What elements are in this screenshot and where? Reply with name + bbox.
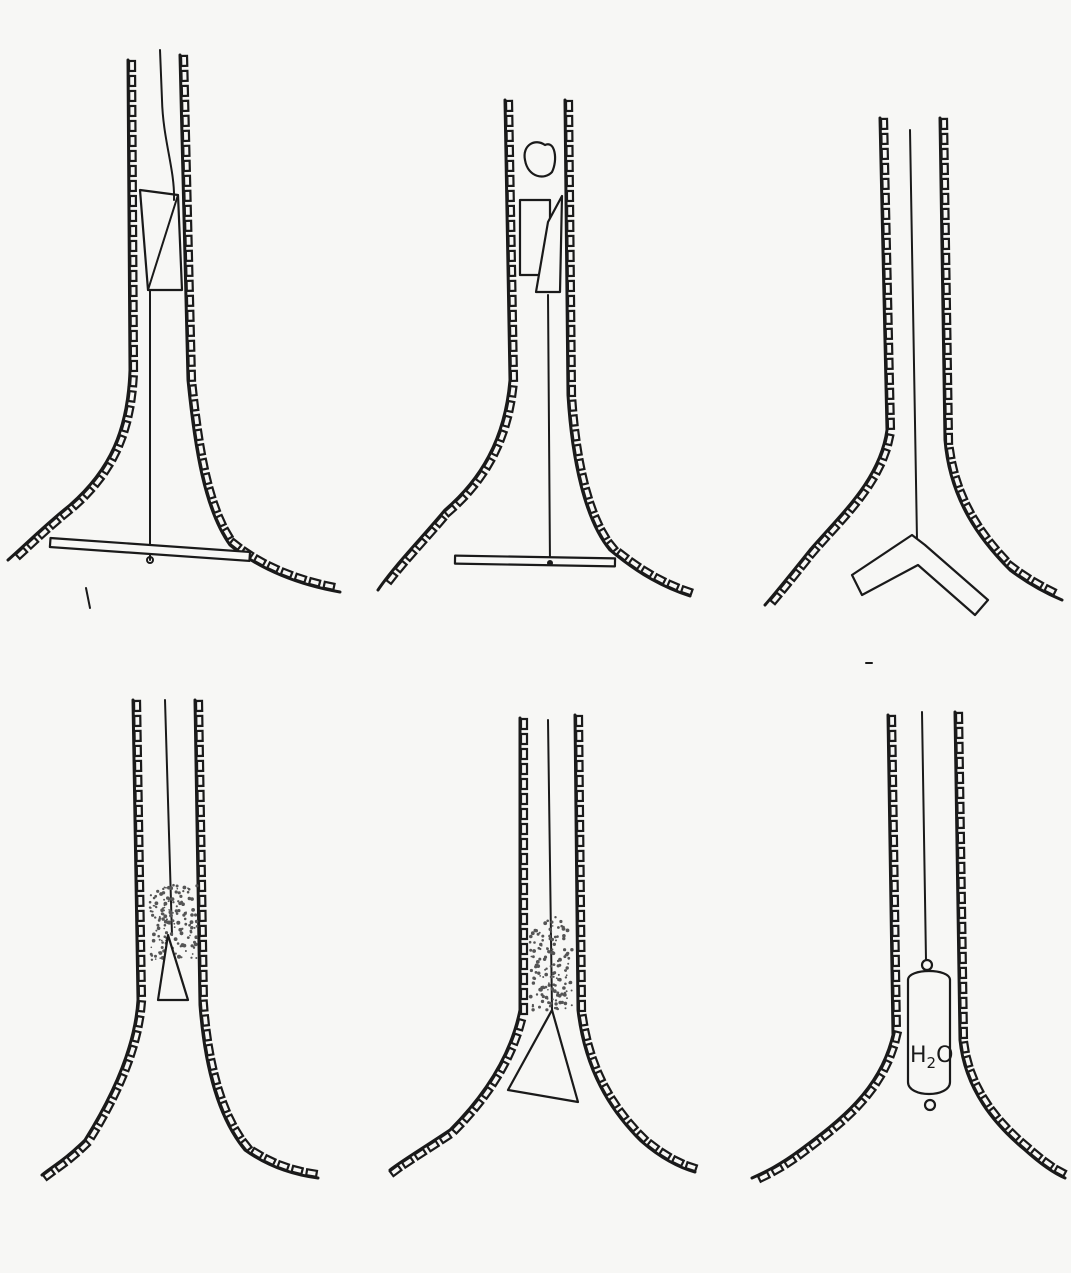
panel-2 — [378, 100, 693, 596]
water-bag — [908, 971, 950, 1094]
shaft-wall-right — [195, 700, 318, 1178]
shaft-wall-left — [765, 118, 894, 605]
rope-knot — [547, 560, 553, 566]
shaft-wall-left — [752, 715, 901, 1182]
shaft-wall-right — [565, 100, 693, 596]
shaft-wall-left — [390, 718, 527, 1176]
bag-top-valve — [922, 960, 932, 970]
sand-fill — [149, 884, 199, 961]
panel-4 — [42, 700, 318, 1180]
panel-6: H2O — [752, 712, 1066, 1182]
panel-1 — [8, 50, 340, 592]
shaft-wall-right — [575, 715, 697, 1172]
shaft-wall-right — [955, 712, 1066, 1178]
rope — [150, 50, 174, 560]
panel-5 — [390, 715, 697, 1176]
bent-bar — [852, 535, 988, 615]
rope — [922, 712, 926, 960]
panel-3 — [765, 118, 1062, 615]
shaft-wall-left — [42, 700, 145, 1180]
shaft-wall-right — [180, 55, 340, 592]
shaft-wall-right — [940, 118, 1062, 600]
crossbar — [455, 556, 615, 567]
stray-mark — [86, 588, 90, 608]
rope — [910, 130, 917, 540]
shaft-wall-left — [378, 100, 517, 590]
rope — [548, 295, 550, 565]
shaft-wall-left — [8, 60, 137, 560]
loose-stone — [525, 142, 556, 176]
bag-bottom-valve — [925, 1100, 935, 1110]
